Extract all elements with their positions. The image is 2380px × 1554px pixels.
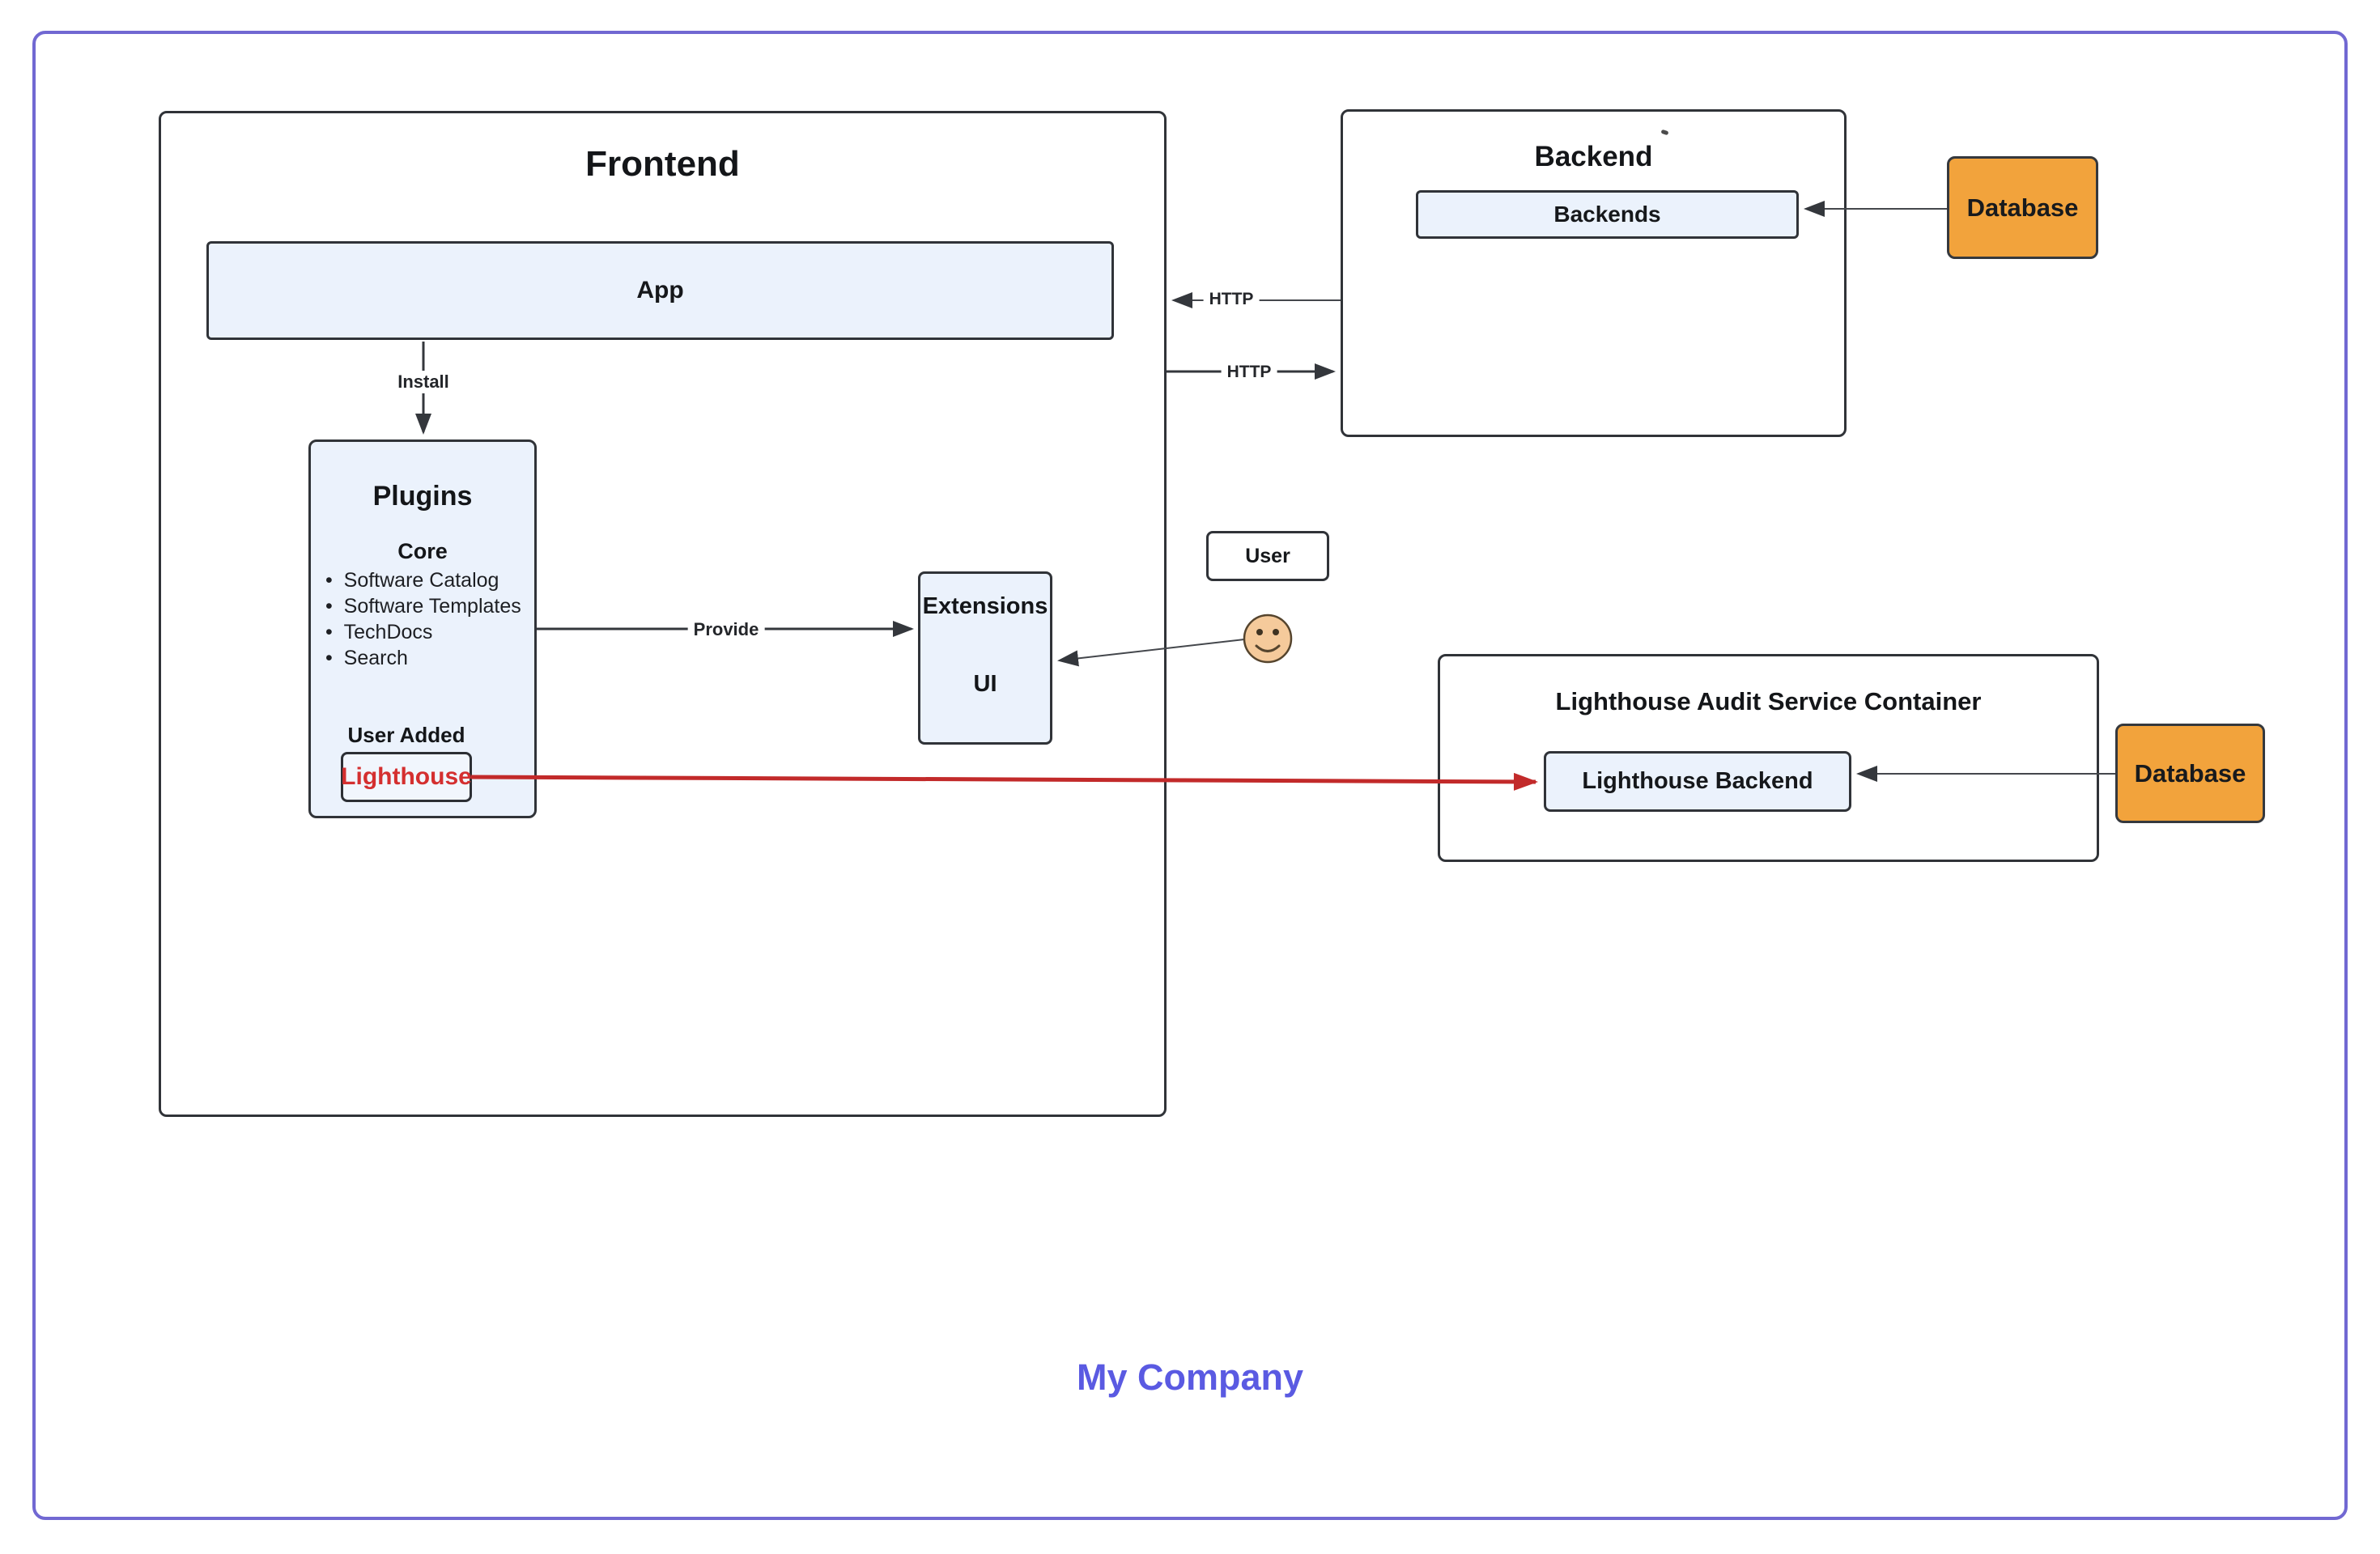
http-bottom-arrow-label: HTTP (1221, 362, 1277, 383)
database-label: Database (1966, 193, 2079, 222)
backends-label: Backends (1553, 202, 1661, 227)
lighthouse-backend-label: Lighthouse Backend (1582, 768, 1813, 794)
provide-arrow-label: Provide (687, 618, 765, 641)
lighthouse-plugin-node[interactable]: Lighthouse (341, 752, 472, 802)
plugins-core-heading: Core (397, 539, 448, 563)
plugins-user-added-heading: User Added (347, 723, 465, 747)
plugins-node[interactable]: Plugins Core Software Catalog Software T… (308, 439, 537, 818)
lighthouse-container-title: Lighthouse Audit Service Container (1555, 687, 1982, 715)
company-name: My Company (1076, 1357, 1304, 1398)
lighthouse-backend-node[interactable]: Lighthouse Backend (1544, 751, 1851, 812)
database-node-backend[interactable]: Database (1947, 156, 2098, 259)
database-node-lighthouse[interactable]: Database (2115, 724, 2265, 823)
list-item: TechDocs (325, 619, 528, 645)
backend-container[interactable]: Backend (1341, 109, 1847, 437)
lighthouse-plugin-label: Lighthouse (341, 763, 472, 790)
app-label: App (636, 277, 684, 304)
frontend-title: Frontend (585, 144, 740, 184)
extensions-title: Extensions (922, 593, 1048, 619)
backends-node[interactable]: Backends (1416, 190, 1799, 239)
app-node[interactable]: App (206, 241, 1114, 340)
plugins-title: Plugins (372, 481, 473, 512)
user-label: User (1245, 544, 1290, 567)
plugins-core-list: Software Catalog Software Templates Tech… (325, 567, 528, 671)
http-top-arrow-label: HTTP (1203, 289, 1260, 310)
extensions-ui-node[interactable]: Extensions UI (918, 571, 1052, 745)
outer-frame (32, 31, 2348, 1520)
list-item: Search (325, 645, 528, 671)
user-node[interactable]: User (1206, 531, 1329, 581)
database-label: Database (2134, 758, 2246, 788)
list-item: Software Catalog (325, 567, 528, 593)
install-arrow-label: Install (392, 371, 455, 393)
backend-title: Backend (1534, 141, 1653, 172)
extensions-subtitle: UI (973, 671, 997, 697)
list-item: Software Templates (325, 593, 528, 619)
